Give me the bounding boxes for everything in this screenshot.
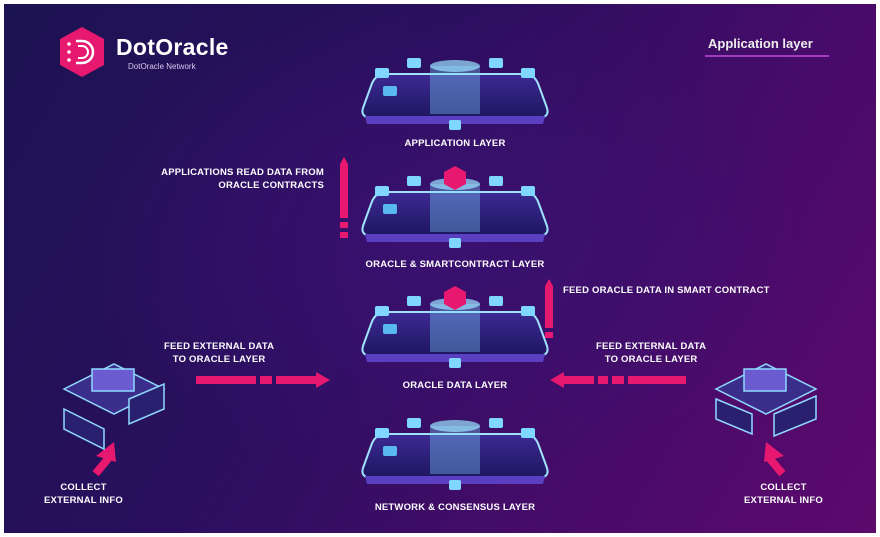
platform-layer-4 <box>361 418 549 490</box>
layer-label-application: APPLICATION LAYER <box>404 138 506 149</box>
layer-label-oracle-smartcontract: ORACLE & SMARTCONTRACT LAYER <box>365 259 545 270</box>
note-feed-right: FEED EXTERNAL DATA TO ORACLE LAYER <box>596 340 706 366</box>
note-line: COLLECT <box>60 482 107 493</box>
arrow-left-feed-right-icon <box>550 372 686 388</box>
platform-layer-2 <box>361 166 549 248</box>
brand-subtitle: DotOracle Network <box>128 62 196 71</box>
note-feed-smart-contract: FEED ORACLE DATA IN SMART CONTRACT <box>563 285 770 296</box>
diagram-canvas: DotOracle DotOracle Network Application … <box>4 4 876 533</box>
dotoracle-logo-icon <box>60 27 104 77</box>
note-line: ORACLE CONTRACTS <box>218 180 324 191</box>
computer-left-icon <box>62 363 166 451</box>
section-tag: Application layer <box>708 36 813 51</box>
note-line: COLLECT <box>760 482 807 493</box>
layer-label-network-consensus: NETWORK & CONSENSUS LAYER <box>374 502 536 513</box>
platform-layer-3 <box>361 286 549 368</box>
note-feed-left: FEED EXTERNAL DATA TO ORACLE LAYER <box>164 340 274 366</box>
note-apps-read: APPLICATIONS READ DATA FROM ORACLE CONTR… <box>161 166 324 192</box>
brand-name: DotOracle <box>116 34 229 60</box>
note-line: FEED EXTERNAL DATA <box>596 341 707 352</box>
computer-right-icon <box>714 363 818 438</box>
tag-underline <box>705 55 829 57</box>
note-line: APPLICATIONS READ DATA FROM <box>161 167 324 178</box>
note-line: TO ORACLE LAYER <box>172 354 266 365</box>
note-line: EXTERNAL INFO <box>44 495 123 506</box>
note-line: EXTERNAL INFO <box>744 495 823 506</box>
arrow-up-apps-read-icon <box>340 157 348 238</box>
arrow-up-collect-left-icon <box>92 442 116 477</box>
arrow-up-feed-smart-icon <box>545 279 553 338</box>
arrow-up-collect-right-icon <box>764 442 786 477</box>
note-line: FEED EXTERNAL DATA <box>164 341 275 352</box>
layer-label-oracle-data: ORACLE DATA LAYER <box>402 380 508 391</box>
note-collect-left: COLLECT EXTERNAL INFO <box>44 481 123 507</box>
flow-arrows <box>62 157 818 477</box>
arrow-right-feed-left-icon <box>196 372 330 388</box>
note-collect-right: COLLECT EXTERNAL INFO <box>744 481 823 507</box>
note-line: TO ORACLE LAYER <box>604 354 698 365</box>
platform-layer-1 <box>361 58 549 130</box>
